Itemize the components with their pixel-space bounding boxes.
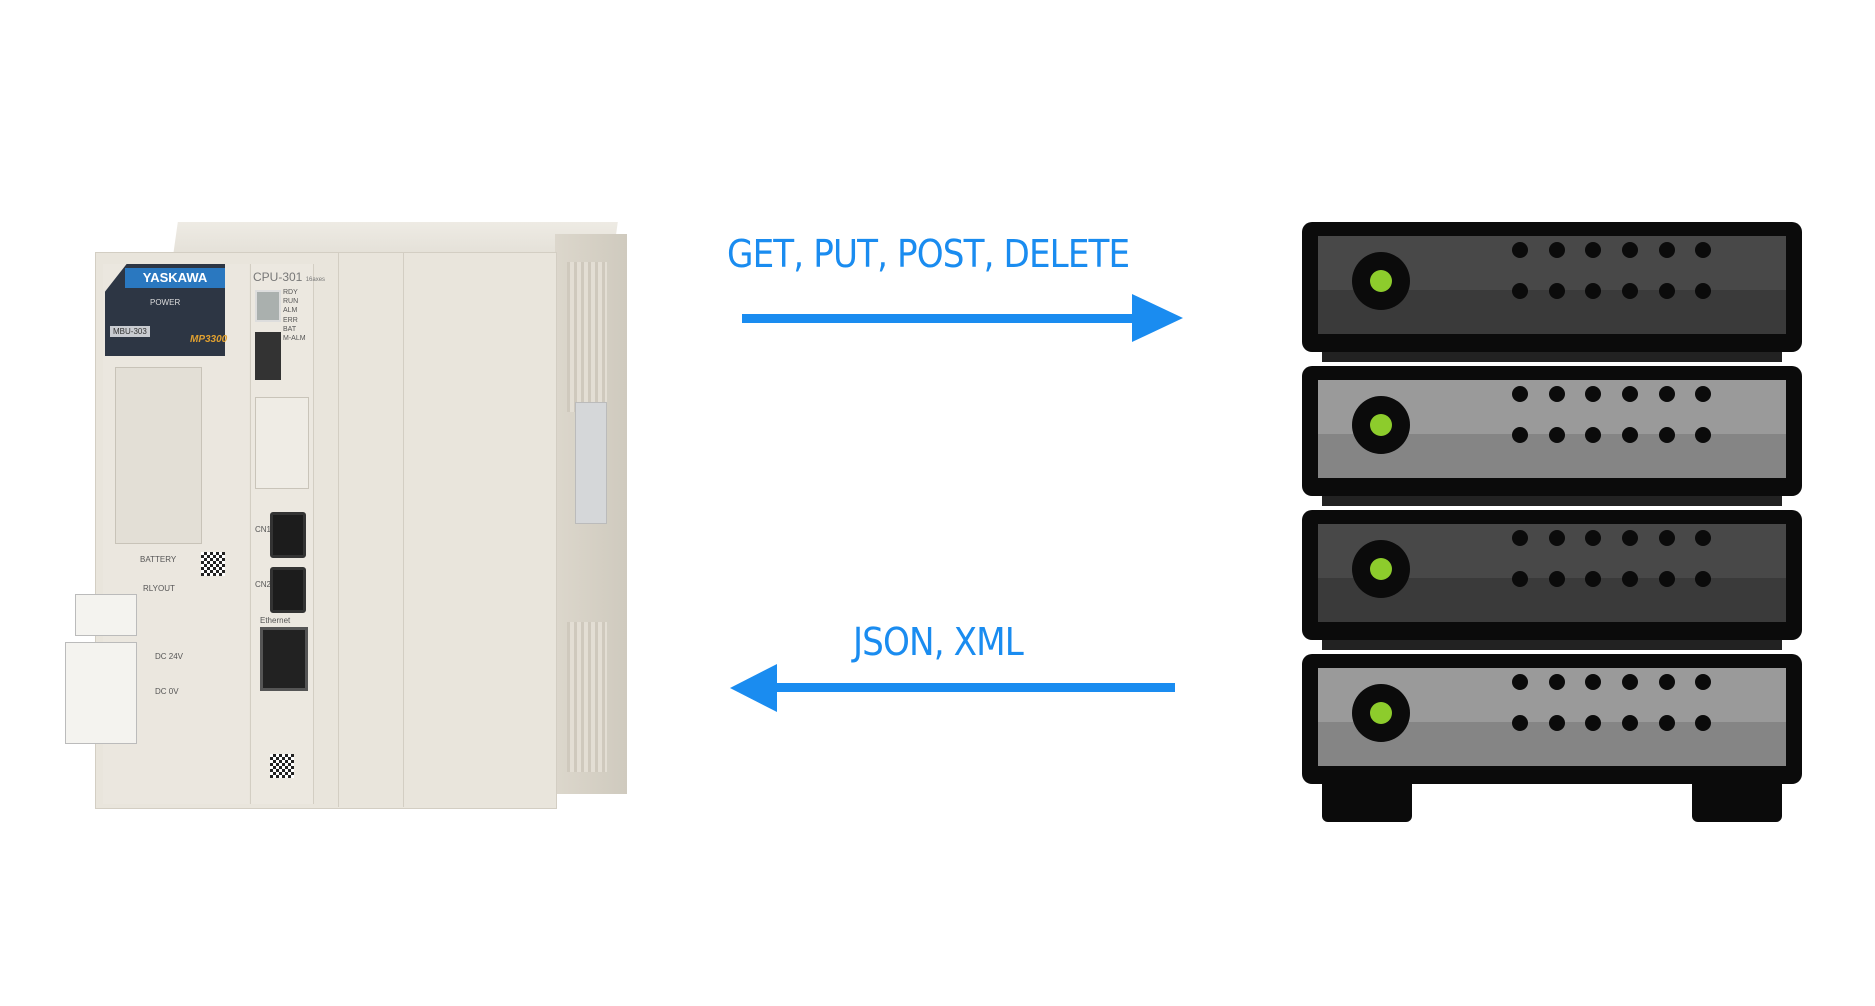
vent-dots	[1512, 386, 1732, 446]
arrow-shaft	[775, 683, 1175, 692]
power-led-icon	[1352, 540, 1410, 598]
qr-code-icon	[270, 754, 294, 778]
arrow-shaft	[742, 314, 1142, 323]
request-methods-label: GET, PUT, POST, DELETE	[727, 232, 1130, 276]
battery-cover	[115, 367, 202, 544]
cn1-port	[270, 512, 306, 558]
ethernet-label: Ethernet	[260, 616, 291, 625]
vent-dots	[1512, 242, 1732, 302]
plc-vent	[567, 622, 607, 772]
response-formats-label: JSON, XML	[853, 620, 1024, 664]
panel-divider	[403, 252, 404, 807]
cpu-label: CPU-301 16axes	[253, 270, 326, 284]
relay-connector	[75, 594, 137, 636]
power-connector	[65, 642, 137, 744]
request-arrow	[742, 294, 1183, 342]
power-led-icon	[1352, 252, 1410, 310]
usb-cover	[255, 397, 309, 489]
dc0-label: DC 0V	[155, 687, 179, 696]
plc-vent	[567, 262, 607, 412]
server-unit	[1302, 510, 1802, 640]
module-label: MBU-303	[110, 326, 150, 337]
brand-logo: YASKAWA	[125, 268, 225, 288]
seven-segment-display	[255, 290, 281, 322]
qr-code-icon	[201, 552, 225, 576]
panel-divider	[338, 252, 339, 807]
vent-dots	[1512, 530, 1732, 590]
series-logo: MP3300	[190, 334, 228, 345]
cn2-label: CN2	[255, 580, 272, 589]
arrow-head	[1132, 294, 1183, 342]
server-unit	[1302, 366, 1802, 496]
vent-dots	[1512, 674, 1732, 734]
dc24-label: DC 24V	[155, 652, 184, 661]
response-arrow	[730, 664, 1175, 712]
relay-label: RLYOUT	[143, 584, 175, 593]
server-unit	[1302, 222, 1802, 352]
server-rack-icon	[1302, 222, 1802, 822]
power-led-icon	[1352, 396, 1410, 454]
battery-label: BATTERY	[140, 555, 177, 564]
arrow-head	[730, 664, 777, 712]
cn2-port	[270, 567, 306, 613]
plc-controller: YASKAWA POWER MBU-303 MP3300 BATTERY RLY…	[55, 222, 630, 812]
dip-switch	[255, 332, 281, 380]
ethernet-port	[260, 627, 308, 691]
power-label: POWER	[150, 298, 181, 307]
cn1-label: CN1	[255, 525, 272, 534]
power-led-icon	[1352, 684, 1410, 742]
server-unit	[1302, 654, 1802, 784]
plc-rating-label	[575, 402, 607, 524]
